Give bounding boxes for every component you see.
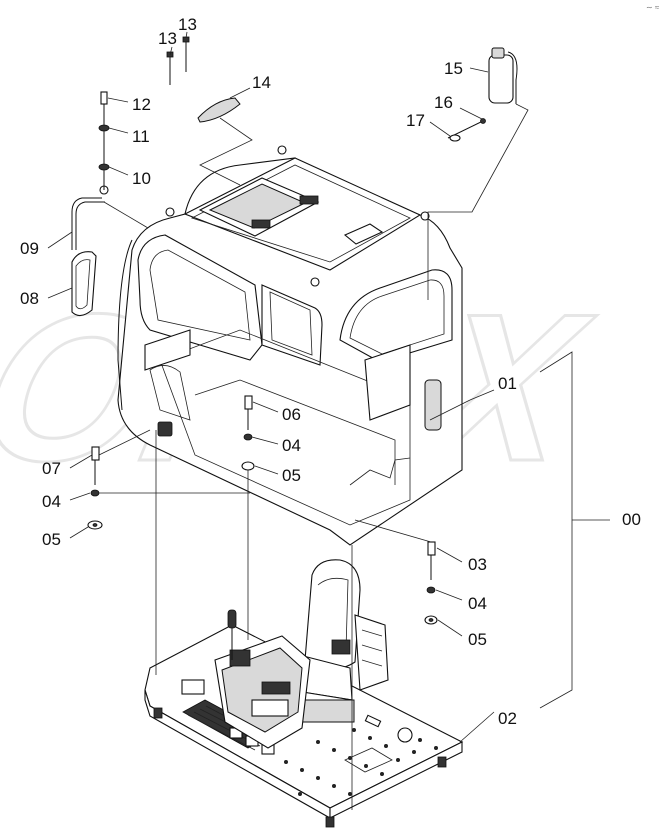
callout-08: 08 xyxy=(20,289,39,308)
cab-body xyxy=(117,145,463,546)
left-control-console xyxy=(181,609,311,749)
floor-bolt-stack-center xyxy=(241,395,255,471)
callout-04-left: 04 xyxy=(42,492,61,511)
callout-10: 10 xyxy=(132,169,151,188)
callout-11: 11 xyxy=(132,127,150,146)
leader-lines xyxy=(47,31,610,810)
callout-09: 09 xyxy=(20,239,39,258)
callout-06: 06 xyxy=(282,405,301,424)
callout-05-left: 05 xyxy=(42,530,61,549)
callout-12: 12 xyxy=(132,95,151,114)
callout-02: 02 xyxy=(498,709,517,728)
callout-07: 07 xyxy=(42,459,61,478)
callout-05-center: 05 xyxy=(282,466,301,485)
callout-04-right: 04 xyxy=(468,594,487,613)
callout-05-right: 05 xyxy=(468,630,487,649)
callout-03: 03 xyxy=(468,555,487,574)
callout-13-right: 13 xyxy=(178,15,197,34)
mirror-bolt-stack xyxy=(98,91,110,190)
pins-and-plate xyxy=(166,36,241,123)
callout-01: 01 xyxy=(498,374,517,393)
floor-bolt-stack-right xyxy=(424,541,438,625)
callout-00: 00 xyxy=(622,510,641,529)
callout-15: 15 xyxy=(444,59,463,78)
callout-14: 14 xyxy=(252,73,271,92)
mirror-assembly xyxy=(71,185,133,411)
corner-mark: ∼ ≈ xyxy=(646,3,660,12)
callout-17: 17 xyxy=(406,111,425,130)
callout-labels: 00 01 02 03 04 05 06 04 05 07 04 05 08 0… xyxy=(20,15,641,728)
callout-13-left: 13 xyxy=(158,29,177,48)
callout-16: 16 xyxy=(434,93,453,112)
callout-04-center: 04 xyxy=(282,436,301,455)
fire-extinguisher xyxy=(447,47,518,142)
floor-bolt-stack-left xyxy=(87,446,103,530)
